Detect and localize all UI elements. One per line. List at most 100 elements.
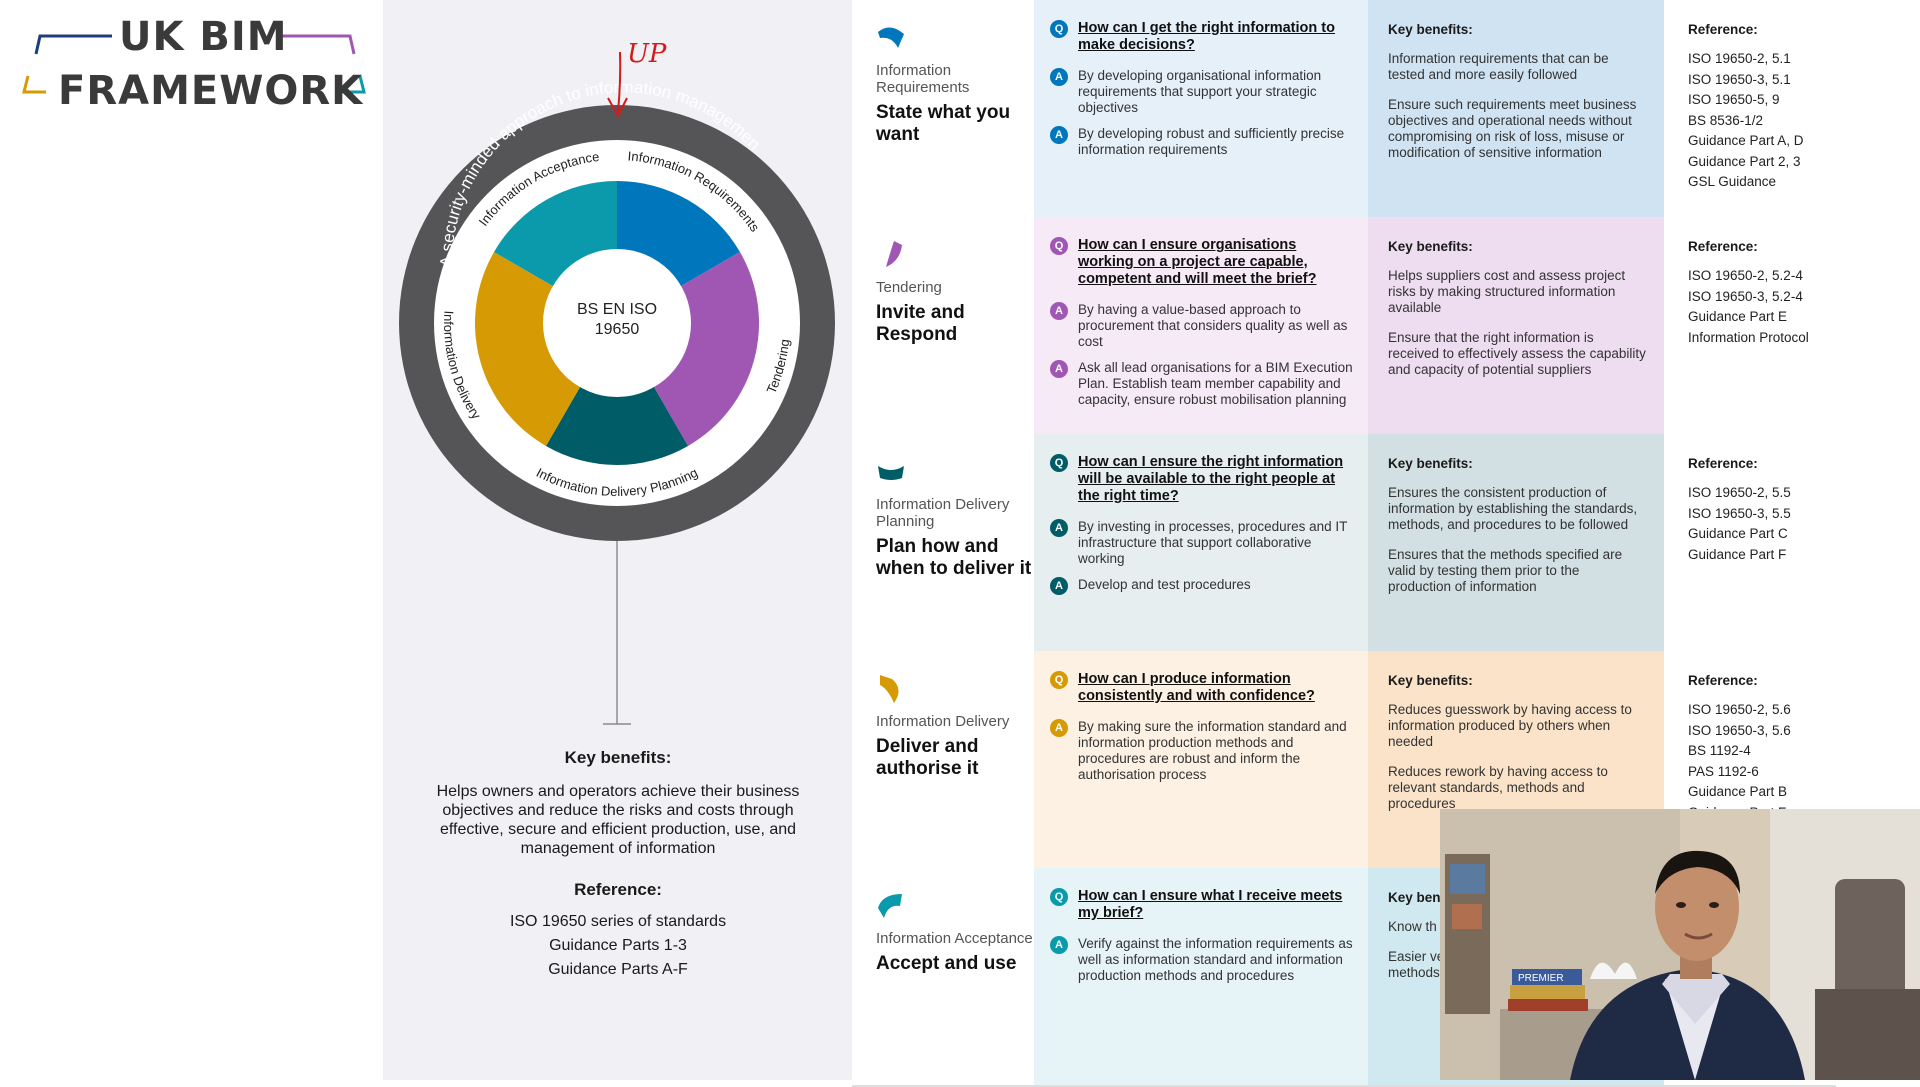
left-ref-item: Guidance Parts A-F bbox=[548, 961, 688, 978]
stage-cell: Information Delivery Planning Plan how a… bbox=[852, 434, 1034, 651]
key-benefits-cell: Key benefits: Reduces guesswork by havin… bbox=[1368, 651, 1664, 868]
stage-title: Plan how and when to deliver it bbox=[876, 536, 1032, 579]
red-annotation-arrow bbox=[617, 51, 622, 113]
logo-line-1: UK BIM bbox=[119, 14, 288, 60]
benefit-text: Ensures the consistent production of inf… bbox=[1388, 485, 1638, 532]
tendering-icon bbox=[886, 241, 902, 267]
book bbox=[1512, 969, 1582, 985]
reference-item: PAS 1192-6 bbox=[1688, 763, 1759, 779]
reference-item: ISO 19650-2, 5.2-4 bbox=[1688, 268, 1803, 283]
logo-line-2: FRAMEWORK bbox=[58, 68, 364, 114]
reference-item: BS 1192-4 bbox=[1688, 743, 1751, 758]
benefit-text: Reduces rework by having access to relev… bbox=[1388, 764, 1608, 811]
question-answer-cell: Q How can I produce information consiste… bbox=[1034, 651, 1368, 868]
key-benefits-heading: Key benefits: bbox=[1388, 673, 1473, 688]
key-benefits-heading: Key ben bbox=[1388, 890, 1441, 905]
person-face bbox=[1655, 853, 1739, 961]
ring-segment-information-delivery bbox=[475, 252, 617, 446]
reference-item: ISO 19650-3, 5.2-4 bbox=[1688, 288, 1803, 304]
question-text: How can I ensure what I receive meets my… bbox=[1078, 888, 1343, 921]
answer-badge-icon: A bbox=[1050, 360, 1068, 378]
stage-name: Information Delivery Planning bbox=[876, 496, 1010, 530]
table-row: Information Delivery Planning Plan how a… bbox=[852, 434, 1836, 653]
answer-item: A Ask all lead organisations for a BIM E… bbox=[1050, 360, 1354, 408]
delivery-planning-icon bbox=[878, 466, 904, 480]
reference-item: Information Protocol bbox=[1688, 329, 1809, 345]
table-row: Information Delivery Deliver and authori… bbox=[852, 651, 1836, 870]
benefit-text: Helps suppliers cost and assess project … bbox=[1388, 268, 1626, 315]
stage-title: Accept and use bbox=[876, 953, 1017, 974]
answer-item: A Develop and test procedures bbox=[1050, 577, 1354, 595]
answer-badge-icon: A bbox=[1050, 519, 1068, 537]
question-badge-icon: Q bbox=[1050, 454, 1068, 472]
answer-text: By investing in processes, procedures an… bbox=[1078, 519, 1348, 566]
info-requirements-icon bbox=[878, 27, 904, 48]
center-line-1: BS EN ISO bbox=[577, 301, 657, 318]
key-benefits-cell: Key benefits: Helps suppliers cost and a… bbox=[1368, 217, 1664, 434]
reference-item: Guidance Part B bbox=[1688, 784, 1788, 799]
answer-badge-icon: A bbox=[1050, 68, 1068, 86]
answer-text: By making sure the information standard … bbox=[1078, 719, 1347, 782]
answer-badge-icon: A bbox=[1050, 719, 1068, 737]
answer-text: Verify against the information requireme… bbox=[1078, 936, 1353, 983]
answer-item: A Verify against the information require… bbox=[1050, 936, 1354, 984]
answer-item: A By developing organisational informati… bbox=[1050, 68, 1354, 116]
left-ref-item: Guidance Parts 1-3 bbox=[549, 937, 687, 954]
answer-badge-icon: A bbox=[1050, 936, 1068, 954]
stage-cell: Tendering Invite and Respond bbox=[852, 217, 1034, 434]
answer-item: A By having a value-based approach to pr… bbox=[1050, 302, 1354, 350]
question-badge-icon: Q bbox=[1050, 888, 1068, 906]
table-row: Tendering Invite and Respond Q How can I… bbox=[852, 217, 1836, 436]
answer-badge-icon: A bbox=[1050, 577, 1068, 595]
red-annotation-text: UP bbox=[627, 40, 667, 69]
reference-item: ISO 19650-5, 9 bbox=[1688, 92, 1780, 107]
table-row: Information Requirements State what you … bbox=[852, 0, 1836, 219]
benefit-text: Information requirements that can be tes… bbox=[1388, 51, 1609, 82]
question-answer-cell: Q How can I ensure organisations working… bbox=[1034, 217, 1368, 434]
question-text: How can I ensure organisations working o… bbox=[1078, 237, 1317, 287]
reference-item: Guidance Part A, D bbox=[1688, 133, 1804, 148]
center-line-2: 19650 bbox=[595, 321, 640, 338]
reference-item: ISO 19650-2, 5.5 bbox=[1688, 485, 1791, 500]
reference-item: Guidance Part E bbox=[1688, 309, 1788, 324]
answer-text: Develop and test procedures bbox=[1078, 577, 1251, 592]
question-text: How can I ensure the right information w… bbox=[1078, 454, 1344, 504]
answer-badge-icon: A bbox=[1050, 126, 1068, 144]
key-benefits-heading: Key benefits: bbox=[1388, 456, 1473, 471]
reference-item: BS 8536-1/2 bbox=[1688, 112, 1764, 128]
reference-item: ISO 19650-3, 5.6 bbox=[1688, 722, 1791, 738]
reference-heading: Reference: bbox=[1688, 22, 1758, 37]
ring-segment-tendering bbox=[617, 252, 759, 446]
left-ref-heading: Reference: bbox=[574, 880, 662, 899]
iso-19650-ring-diagram: BS EN ISO 19650 A security-minded approa… bbox=[395, 40, 840, 725]
stage-title: Deliver and authorise it bbox=[876, 736, 979, 779]
reference-item: ISO 19650-2, 5.6 bbox=[1688, 702, 1791, 717]
question-badge-icon: Q bbox=[1050, 237, 1068, 255]
left-ref-item: ISO 19650 series of standards bbox=[509, 913, 727, 930]
stage-name: Tendering bbox=[876, 279, 942, 296]
answer-text: By having a value-based approach to proc… bbox=[1078, 302, 1348, 349]
key-benefits-cell: Key benefits: Ensures the consistent pro… bbox=[1368, 434, 1664, 651]
webcam-video: PREMIER bbox=[1440, 809, 1920, 1080]
reference-item: ISO 19650-2, 5.1 bbox=[1688, 51, 1791, 66]
question-text: How can I get the right information to m… bbox=[1078, 20, 1335, 53]
framework-table: Information Requirements State what you … bbox=[852, 0, 1836, 1087]
benefit-text: Ensure such requirements meet business o… bbox=[1388, 97, 1637, 160]
answer-text: Ask all lead organisations for a BIM Exe… bbox=[1078, 360, 1353, 407]
reference-item: Guidance Part F bbox=[1688, 546, 1787, 562]
left-key-benefits: Key benefits: Helps owners and operators… bbox=[383, 748, 853, 982]
stage-cell: Information Requirements State what you … bbox=[852, 0, 1034, 217]
stage-cell: Information Delivery Deliver and authori… bbox=[852, 651, 1034, 868]
uk-bim-framework-logo: UK BIM FRAMEWORK bbox=[20, 14, 370, 124]
info-delivery-icon bbox=[880, 675, 899, 703]
stage-cell: Information Acceptance Accept and use bbox=[852, 868, 1034, 1085]
reference-item: Guidance Part C bbox=[1688, 526, 1788, 541]
svg-text:PREMIER: PREMIER bbox=[1518, 973, 1564, 984]
reference-item: ISO 19650-3, 5.1 bbox=[1688, 71, 1791, 87]
key-benefits-cell: Key benefits: Information requirements t… bbox=[1368, 0, 1664, 217]
left-kb-text: Helps owners and operators achieve their… bbox=[436, 783, 800, 857]
benefit-text: Reduces guesswork by having access to in… bbox=[1388, 702, 1632, 749]
reference-heading: Reference: bbox=[1688, 456, 1758, 471]
reference-item: ISO 19650-3, 5.5 bbox=[1688, 505, 1791, 521]
question-item: Q How can I ensure what I receive meets … bbox=[1050, 888, 1354, 922]
